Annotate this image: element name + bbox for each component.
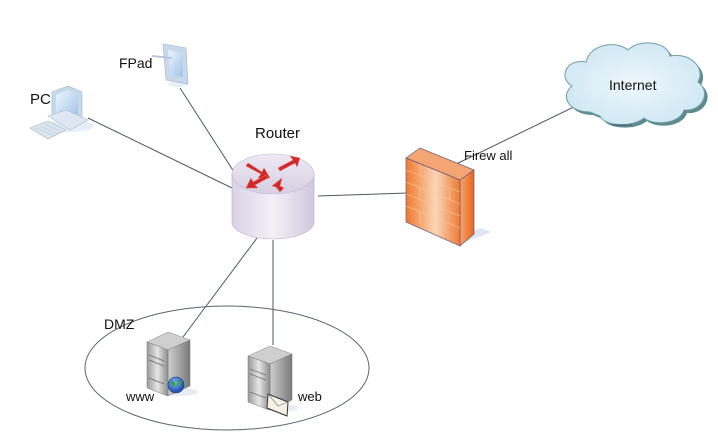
pc-label: PC <box>30 91 51 108</box>
www-label: www <box>125 389 155 404</box>
edge-router-firewall <box>317 192 409 197</box>
edge-fpad-router <box>179 87 237 176</box>
fpad-node[interactable]: FPad <box>119 43 189 87</box>
firewall-node[interactable]: Firew all <box>405 147 513 247</box>
fpad-label: FPad <box>119 55 152 71</box>
internet-node[interactable]: Internet <box>564 42 708 128</box>
web-label: web <box>297 389 322 404</box>
firewall-label: Firew all <box>464 148 513 163</box>
desktop-computer-icon <box>29 85 94 140</box>
router-node[interactable]: Router <box>231 125 315 240</box>
envelope-icon <box>266 393 289 417</box>
cloud-icon <box>564 42 708 128</box>
web-server-icon <box>146 331 198 397</box>
mail-server-icon <box>247 345 298 417</box>
router-label: Router <box>255 125 300 142</box>
internet-label: Internet <box>609 77 657 93</box>
globe-icon <box>167 376 185 394</box>
firewall-icon <box>405 147 492 247</box>
tablet-icon <box>151 43 189 87</box>
dmz-zone: DMZ <box>84 305 370 431</box>
edge-pc-router <box>87 117 233 189</box>
router-icon <box>231 153 315 240</box>
edge-firewall-internet <box>447 102 583 169</box>
www-server-node[interactable]: www <box>125 331 198 404</box>
web-server-node[interactable]: web <box>247 345 322 417</box>
pc-node[interactable]: PC <box>29 85 94 140</box>
connections <box>87 87 583 345</box>
edge-router-www <box>182 237 258 338</box>
dmz-label: DMZ <box>104 316 135 332</box>
